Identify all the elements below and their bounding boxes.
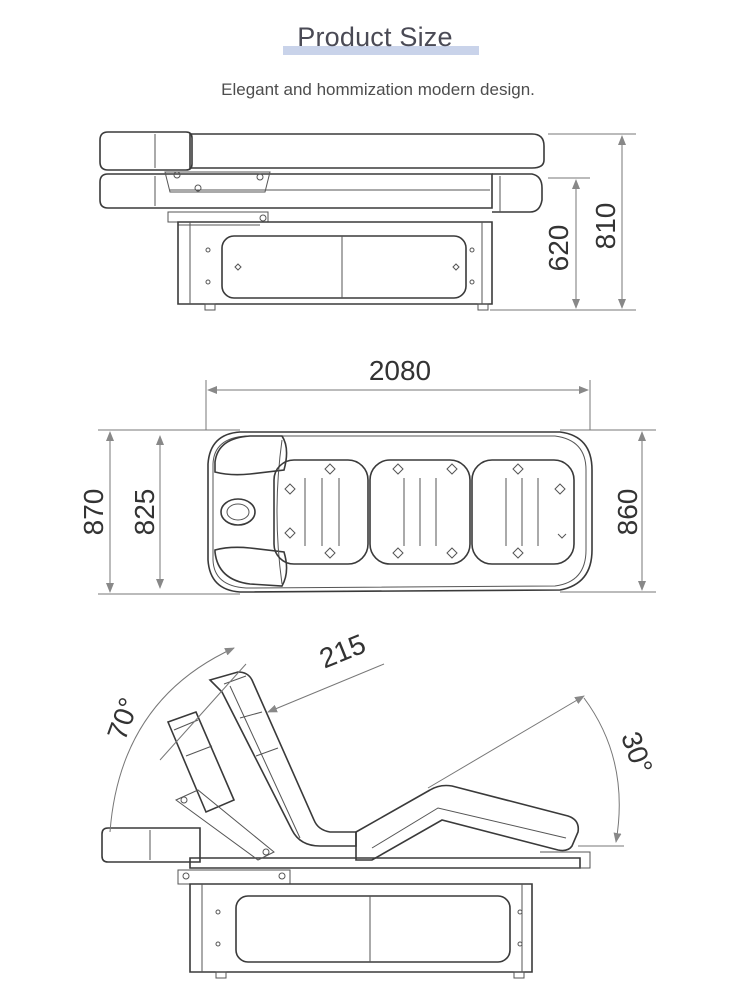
dim-label-215: 215 bbox=[315, 628, 370, 674]
top-face-hole bbox=[220, 498, 256, 526]
top-cushion-1 bbox=[273, 459, 369, 565]
dim-label-810: 810 bbox=[590, 203, 621, 250]
dim-line-215 bbox=[267, 663, 385, 713]
dim-label-825: 825 bbox=[129, 489, 160, 536]
side-head-cushion-lower bbox=[99, 173, 493, 209]
dim-label-870: 870 bbox=[78, 489, 109, 536]
recline-raised-head bbox=[166, 710, 236, 814]
top-cushion-2 bbox=[369, 459, 471, 565]
recline-base-panel bbox=[235, 895, 511, 963]
dim-label-70: 70° bbox=[101, 694, 145, 744]
top-head-rest-upper bbox=[214, 435, 288, 476]
side-head-cushion-upper bbox=[99, 131, 193, 171]
recline-base bbox=[189, 883, 533, 973]
recline-seat-legs bbox=[355, 784, 580, 861]
recline-frame bbox=[189, 857, 581, 869]
top-cushion-3 bbox=[471, 459, 575, 565]
top-view: 2080 870 825 860 bbox=[78, 355, 656, 595]
side-view-flat: 810 620 bbox=[99, 131, 636, 311]
top-outline bbox=[207, 431, 593, 593]
dim-label-860: 860 bbox=[612, 489, 643, 536]
recline-head-cushion bbox=[101, 827, 201, 863]
dim-label-30: 30° bbox=[615, 728, 659, 778]
recline-backrest bbox=[208, 671, 357, 847]
dim-arc-70 bbox=[109, 647, 235, 833]
side-view-reclined: 70° 215 30° bbox=[101, 628, 659, 979]
dim-arc-30 bbox=[583, 697, 622, 843]
dim-label-2080: 2080 bbox=[369, 355, 431, 386]
side-top-mattress bbox=[189, 133, 545, 169]
page-subtitle: Elegant and hommization modern design. bbox=[221, 80, 535, 99]
title-wrap: Product Size bbox=[0, 22, 750, 55]
side-base-panel bbox=[221, 235, 467, 299]
title-highlight bbox=[283, 46, 479, 55]
side-base bbox=[177, 221, 493, 305]
dim-label-620: 620 bbox=[543, 225, 574, 272]
page-title: Product Size bbox=[297, 22, 453, 52]
top-head-rest-lower bbox=[214, 546, 288, 587]
